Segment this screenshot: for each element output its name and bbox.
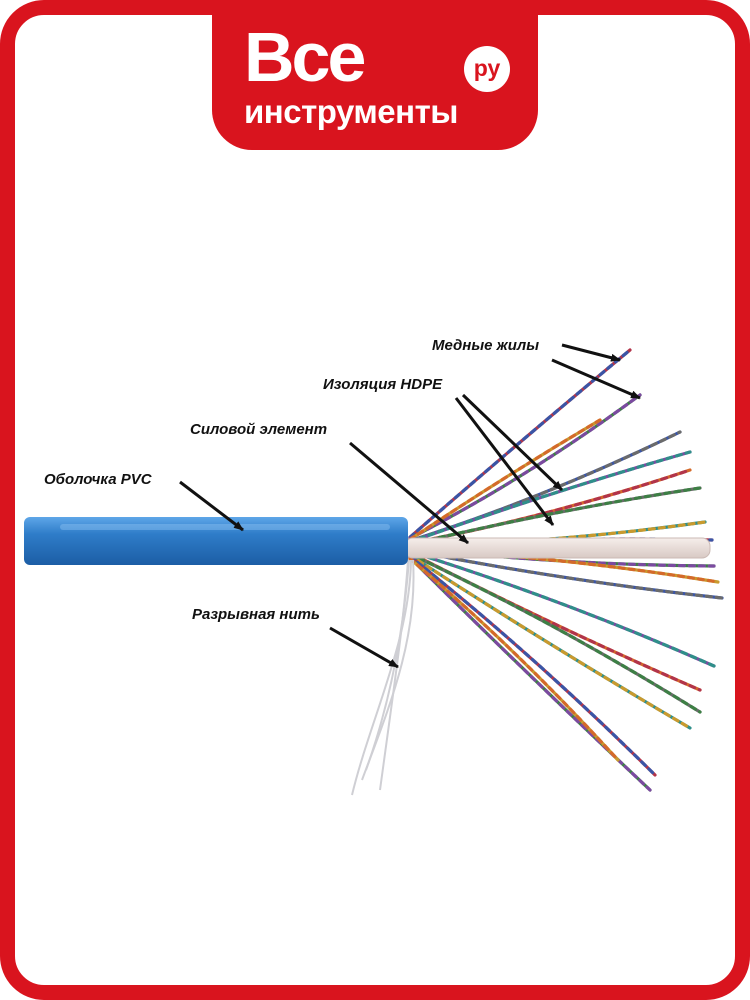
jacket-highlight (60, 524, 390, 530)
wire-strand (408, 393, 642, 540)
brand-logo-badge: ру (464, 46, 510, 92)
wire-strand (408, 430, 682, 543)
label-pvc-jacket: Оболочка PVC (44, 471, 152, 488)
wire-strand (408, 550, 716, 668)
twisted-pair-wires (408, 348, 724, 792)
arrow-hdpe-2 (461, 393, 564, 492)
arrow-pvc (179, 480, 244, 532)
wire-strand (408, 552, 702, 714)
wire-strand (408, 468, 692, 545)
label-hdpe-insulation: Изоляция HDPE (323, 376, 443, 393)
pvc-jacket (24, 517, 408, 565)
wire-strand (408, 468, 692, 545)
arrow-copper-2 (551, 358, 641, 400)
arrow-hdpe-1 (454, 397, 555, 526)
brand-logo-main: Все (244, 18, 366, 96)
label-ripcord: Разрывная нить (192, 606, 320, 623)
wire-strand (408, 486, 702, 546)
brand-logo-sub: инструменты (244, 93, 458, 130)
wire-strand (408, 550, 716, 668)
wire-strand (408, 450, 692, 544)
arrow-ripcord (329, 626, 399, 669)
label-strength-member: Силовой элемент (190, 421, 328, 438)
ripcord-threads (351, 559, 415, 796)
wire-strand (408, 552, 702, 714)
strength-member (404, 537, 711, 559)
wire-strand (408, 554, 657, 777)
wire-strand (408, 557, 620, 762)
wire-strand (408, 553, 692, 730)
arrow-copper-1 (561, 343, 621, 362)
label-copper-wires: Медные жилы (432, 337, 540, 354)
callout-arrows (179, 343, 641, 669)
wire-strand (408, 348, 632, 539)
arrow-strength (349, 441, 469, 545)
wire-strand (408, 418, 602, 542)
